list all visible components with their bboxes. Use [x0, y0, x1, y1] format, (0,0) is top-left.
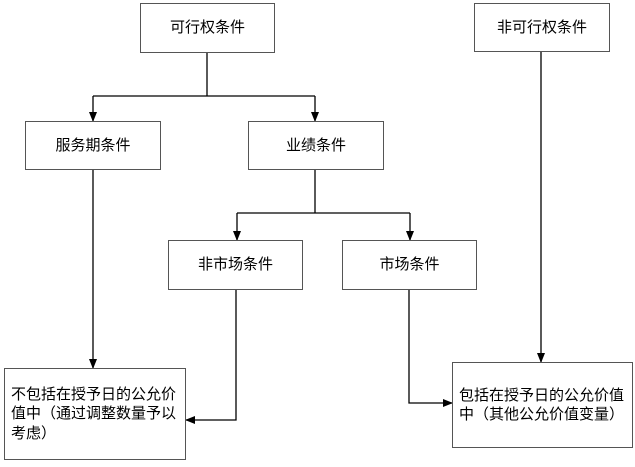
node-included-text: 包括在授予日的公允价值中（其他公允价值变量）: [459, 385, 625, 424]
arrow-market-to-included: [408, 290, 453, 407]
node-service-period: 服务期条件: [25, 121, 161, 170]
node-performance: 业绩条件: [248, 121, 384, 170]
node-included-in-fair-value: 包括在授予日的公允价值中（其他公允价值变量）: [452, 362, 633, 448]
arrow-non-market-to-excluded: [185, 290, 237, 424]
node-excluded-from-fair-value: 不包括在授予日的公允价值中（通过调整数量予以考虑）: [4, 368, 186, 460]
node-non-exercisable: 非可行权条件: [474, 3, 610, 52]
node-market: 市场条件: [342, 240, 477, 290]
node-excluded-text: 不包括在授予日的公允价值中（通过调整数量予以考虑）: [11, 384, 177, 442]
node-non-market: 非市场条件: [168, 240, 303, 290]
node-exercisable: 可行权条件: [140, 3, 275, 53]
